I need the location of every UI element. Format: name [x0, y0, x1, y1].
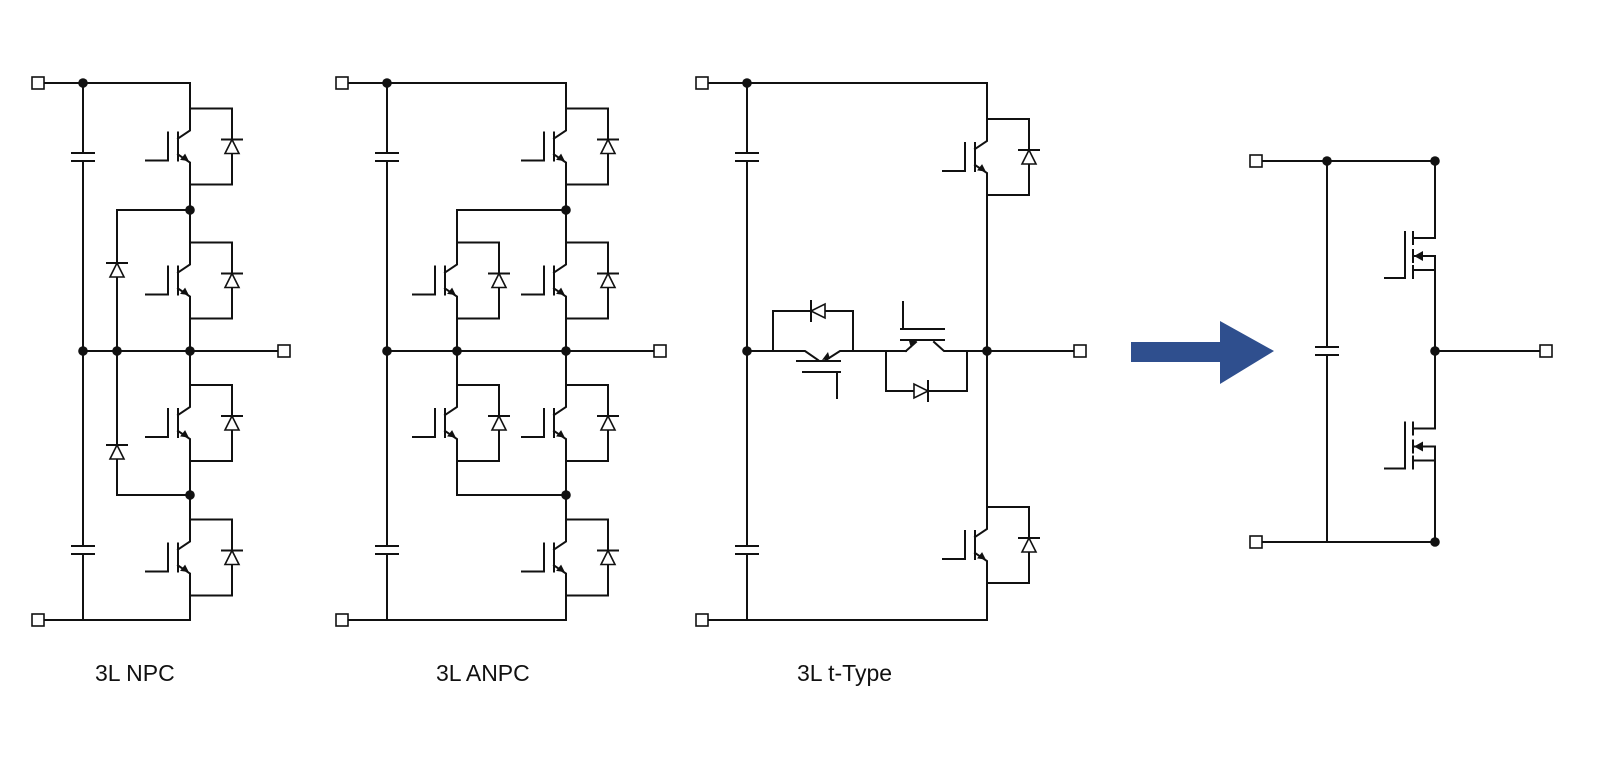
diode-icon [597, 137, 619, 155]
terminal-icon [1249, 535, 1263, 549]
capacitor-icon [1315, 346, 1339, 356]
junction-dot-icon [1430, 537, 1440, 547]
diode-icon [597, 414, 619, 431]
igbt-icon [145, 350, 233, 496]
label-3l-anpc: 3L ANPC [436, 660, 530, 686]
junction-dot-icon [1322, 156, 1332, 166]
junction-dot-icon [1430, 346, 1440, 356]
mosfet-icon [1384, 160, 1436, 352]
capacitor-icon [71, 545, 95, 555]
junction-dot-icon [382, 78, 392, 88]
junction-dot-icon [561, 490, 571, 500]
junction-dot-icon [561, 346, 571, 356]
components [31, 76, 1553, 627]
terminal-icon [653, 344, 667, 358]
terminal-icon [31, 76, 45, 90]
terminal-icon [335, 76, 349, 90]
junction-dot-icon [1430, 156, 1440, 166]
diode-icon [597, 271, 619, 289]
capacitor-icon [735, 545, 759, 555]
diode-icon [488, 414, 510, 431]
junction-dot-icon [185, 346, 195, 356]
diode-icon [913, 380, 930, 402]
junction-dot-icon [382, 346, 392, 356]
terminal-icon [335, 613, 349, 627]
igbt-icon [942, 469, 1030, 621]
igbt-icon [145, 209, 233, 352]
igbt-icon [521, 209, 609, 352]
label-3l-npc: 3L NPC [95, 660, 175, 686]
terminal-icon [695, 613, 709, 627]
junction-dot-icon [452, 346, 462, 356]
terminal-icon [31, 613, 45, 627]
diode-icon [597, 548, 619, 566]
diode-icon [221, 137, 243, 155]
capacitor-icon [71, 152, 95, 162]
junction-dot-icon [742, 78, 752, 88]
igbt-icon [412, 209, 500, 352]
label-3l-t-type: 3L t-Type [797, 660, 893, 686]
diode-icon [106, 443, 128, 460]
diode-icon [221, 414, 243, 431]
terminal-icon [1073, 344, 1087, 358]
diode-icon [106, 261, 128, 278]
terminal-icon [277, 344, 291, 358]
junction-dot-icon [561, 205, 571, 215]
igbt-icon [942, 82, 1030, 232]
junction-dot-icon [112, 346, 122, 356]
terminal-icon [1249, 154, 1263, 168]
right-arrow-icon [1131, 321, 1274, 384]
junction-dot-icon [185, 205, 195, 215]
junction-dot-icon [78, 346, 88, 356]
igbt-icon [145, 494, 233, 621]
igbt-icon [145, 82, 233, 211]
junction-dot-icon [78, 78, 88, 88]
junction-dot-icon [185, 490, 195, 500]
igbt-icon [521, 82, 609, 211]
diode-icon [1018, 148, 1040, 165]
igbt-icon [746, 301, 988, 399]
terminal-icon [1539, 344, 1553, 358]
igbt-icon [521, 494, 609, 621]
diode-icon [1018, 536, 1040, 553]
capacitor-icon [735, 152, 759, 162]
capacitor-icon [375, 152, 399, 162]
igbt-icon [521, 350, 609, 496]
diode-icon [221, 548, 243, 566]
junction-dot-icon [742, 346, 752, 356]
diode-icon [809, 300, 826, 322]
terminal-icon [695, 76, 709, 90]
diode-icon [221, 271, 243, 289]
junction-dot-icon [982, 346, 992, 356]
igbt-icon [412, 350, 500, 496]
wiring [37, 82, 1541, 621]
diode-icon [488, 271, 510, 289]
mosfet-icon [1384, 350, 1436, 543]
capacitor-icon [375, 545, 399, 555]
